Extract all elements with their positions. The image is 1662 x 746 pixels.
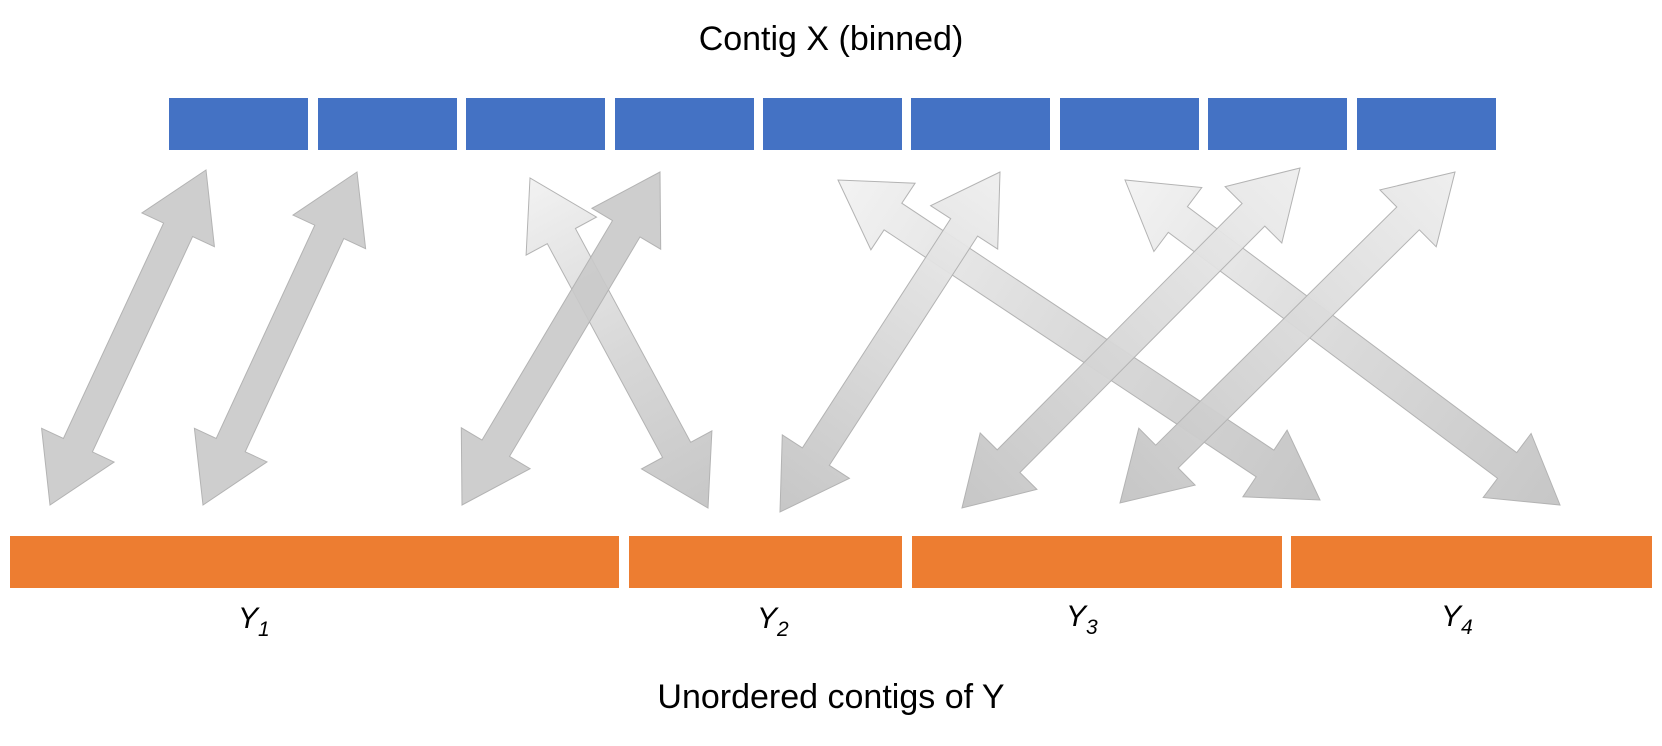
contig-y2 bbox=[629, 536, 902, 588]
double-arrow bbox=[525, 177, 713, 509]
bin bbox=[169, 98, 308, 150]
contig-y1 bbox=[10, 536, 619, 588]
double-arrow bbox=[1119, 171, 1456, 504]
bin bbox=[318, 98, 457, 150]
bin bbox=[615, 98, 754, 150]
bin bbox=[911, 98, 1050, 150]
contig-y3-label: Y3 bbox=[1066, 600, 1098, 639]
bin bbox=[1060, 98, 1199, 150]
contig-y4 bbox=[1291, 536, 1652, 588]
double-arrow bbox=[779, 171, 1001, 513]
bin bbox=[1357, 98, 1496, 150]
contigs-y-title: Unordered contigs of Y bbox=[657, 678, 1004, 716]
double-arrow bbox=[1124, 179, 1561, 506]
contig-x-bins bbox=[169, 98, 1496, 150]
contig-y4-label: Y4 bbox=[1441, 600, 1473, 639]
double-arrow bbox=[193, 171, 367, 506]
double-arrow bbox=[460, 171, 662, 506]
bin bbox=[1208, 98, 1347, 150]
bin bbox=[763, 98, 902, 150]
diagram-title: Contig X (binned) bbox=[699, 20, 964, 58]
mapping-arrows bbox=[41, 167, 1561, 513]
contig-y3 bbox=[912, 536, 1282, 588]
double-arrow bbox=[41, 169, 215, 506]
bin bbox=[466, 98, 605, 150]
contigs-y bbox=[10, 536, 1652, 588]
contig-y1-label: Y1 bbox=[238, 602, 270, 641]
double-arrow bbox=[961, 167, 1301, 509]
contig-y2-label: Y2 bbox=[757, 602, 789, 641]
